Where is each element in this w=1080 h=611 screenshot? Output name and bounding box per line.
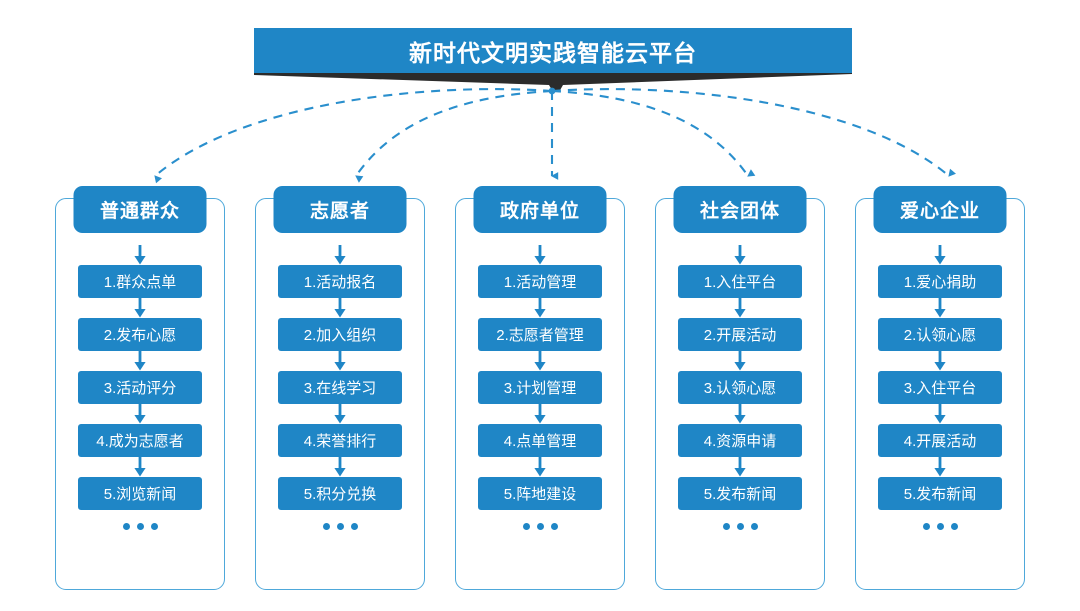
step-arrow-icon [534, 404, 546, 424]
more-items-ellipsis [122, 523, 158, 530]
ellipsis-dot [522, 523, 530, 530]
role-columns: 普通群众 1.群众点单 2.发布心愿 3.活动评分 4.成为志愿者 [0, 186, 1080, 598]
ellipsis-dot [736, 523, 744, 530]
ellipsis-dot [750, 523, 758, 530]
step-arrow-icon [734, 404, 746, 424]
list-item[interactable]: 5.发布新闻 [678, 477, 802, 510]
step-arrow-icon [534, 457, 546, 477]
list-item[interactable]: 1.群众点单 [78, 265, 202, 298]
connector-to-column-1 [154, 88, 553, 184]
list-item[interactable]: 3.活动评分 [78, 371, 202, 404]
column-社会团体: 社会团体 1.入住平台 2.开展活动 3.认领心愿 4.资源申请 [655, 186, 825, 590]
ellipsis-dot [536, 523, 544, 530]
list-item[interactable]: 5.积分兑换 [278, 477, 402, 510]
ellipsis-dot [122, 523, 130, 530]
list-item[interactable]: 3.认领心愿 [678, 371, 802, 404]
list-item[interactable]: 2.加入组织 [278, 318, 402, 351]
list-item[interactable]: 1.爱心捐助 [878, 265, 1002, 298]
step-arrow-icon [934, 298, 946, 318]
list-item[interactable]: 4.点单管理 [478, 424, 602, 457]
step-arrow-icon [134, 351, 146, 371]
list-item[interactable]: 3.在线学习 [278, 371, 402, 404]
step-arrow-icon [934, 245, 946, 265]
ellipsis-dot [936, 523, 944, 530]
list-item[interactable]: 5.浏览新闻 [78, 477, 202, 510]
step-arrow-icon [934, 351, 946, 371]
step-arrow-icon [734, 457, 746, 477]
list-item[interactable]: 3.计划管理 [478, 371, 602, 404]
more-items-ellipsis [322, 523, 358, 530]
ellipsis-dot [336, 523, 344, 530]
step-arrow-icon [134, 457, 146, 477]
more-items-ellipsis [722, 523, 758, 530]
step-arrow-icon [734, 245, 746, 265]
list-item[interactable]: 5.发布新闻 [878, 477, 1002, 510]
step-arrow-icon [534, 351, 546, 371]
step-arrow-icon [334, 457, 346, 477]
list-item[interactable]: 1.活动报名 [278, 265, 402, 298]
step-arrow-icon [734, 351, 746, 371]
step-arrow-icon [534, 298, 546, 318]
ellipsis-dot [550, 523, 558, 530]
ellipsis-dot [350, 523, 358, 530]
list-item[interactable]: 1.入住平台 [678, 265, 802, 298]
list-item[interactable]: 5.阵地建设 [478, 477, 602, 510]
step-arrow-icon [934, 404, 946, 424]
connector-to-column-5 [551, 88, 956, 177]
page-title: 新时代文明实践智能云平台 [409, 39, 697, 66]
step-arrow-icon [134, 298, 146, 318]
column-header-2[interactable]: 志愿者 [273, 186, 407, 233]
list-item[interactable]: 2.发布心愿 [78, 318, 202, 351]
column-header-5[interactable]: 爱心企业 [873, 186, 1007, 233]
more-items-ellipsis [922, 523, 958, 530]
banner-shadow-ribbon [254, 70, 852, 92]
step-arrow-icon [134, 245, 146, 265]
list-item[interactable]: 2.志愿者管理 [478, 318, 602, 351]
ellipsis-dot [950, 523, 958, 530]
column-政府单位: 政府单位 1.活动管理 2.志愿者管理 3.计划管理 4.点单管理 [455, 186, 625, 590]
column-爱心企业: 爱心企业 1.爱心捐助 2.认领心愿 3.入住平台 4.开展活动 [855, 186, 1025, 590]
ellipsis-dot [322, 523, 330, 530]
list-item[interactable]: 1.活动管理 [478, 265, 602, 298]
platform-title-banner: 新时代文明实践智能云平台 [254, 28, 852, 73]
step-arrow-icon [134, 404, 146, 424]
step-arrow-icon [334, 351, 346, 371]
step-arrow-icon [734, 298, 746, 318]
step-arrow-icon [934, 457, 946, 477]
column-header-4[interactable]: 社会团体 [673, 186, 807, 233]
column-header-1[interactable]: 普通群众 [73, 186, 207, 233]
platform-title-bar: 新时代文明实践智能云平台 [254, 28, 852, 73]
step-arrow-icon [334, 298, 346, 318]
list-item[interactable]: 4.荣誉排行 [278, 424, 402, 457]
connector-to-column-4 [551, 89, 756, 177]
list-item[interactable]: 4.开展活动 [878, 424, 1002, 457]
connector-to-column-2 [355, 89, 553, 183]
ellipsis-dot [722, 523, 730, 530]
column-header-3[interactable]: 政府单位 [473, 186, 607, 233]
step-arrow-icon [334, 404, 346, 424]
list-item[interactable]: 2.开展活动 [678, 318, 802, 351]
list-item[interactable]: 4.成为志愿者 [78, 424, 202, 457]
list-item[interactable]: 4.资源申请 [678, 424, 802, 457]
step-arrow-icon [534, 245, 546, 265]
ellipsis-dot [150, 523, 158, 530]
column-志愿者: 志愿者 1.活动报名 2.加入组织 3.在线学习 4.荣誉排行 [255, 186, 425, 590]
step-arrow-icon [334, 245, 346, 265]
more-items-ellipsis [522, 523, 558, 530]
ellipsis-dot [922, 523, 930, 530]
list-item[interactable]: 3.入住平台 [878, 371, 1002, 404]
ellipsis-dot [136, 523, 144, 530]
column-普通群众: 普通群众 1.群众点单 2.发布心愿 3.活动评分 4.成为志愿者 [55, 186, 225, 590]
list-item[interactable]: 2.认领心愿 [878, 318, 1002, 351]
